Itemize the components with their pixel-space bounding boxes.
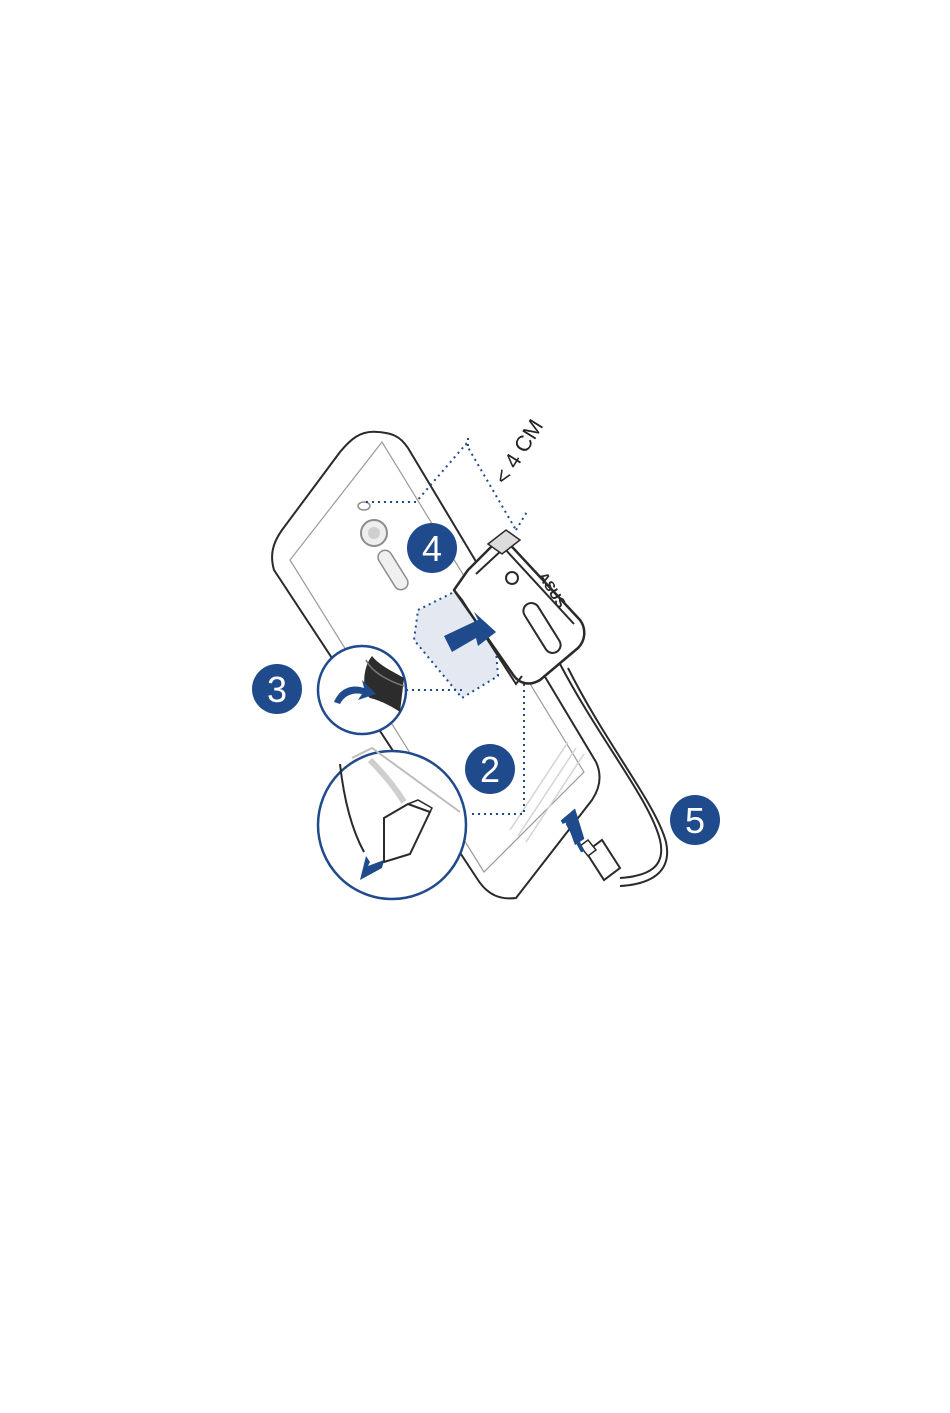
phone-flash-icon [358,502,370,510]
charger-led-icon [506,572,518,584]
svg-text:3: 3 [267,669,287,710]
svg-text:5: 5 [685,800,705,841]
detail-remove-film [318,748,466,899]
step-badge-2: 2 [465,744,515,794]
step-badge-5: 5 [670,795,720,845]
micro-usb-plug [580,840,620,880]
step-badge-3: 3 [252,664,302,714]
svg-text:4: 4 [422,528,442,569]
detail-peel-adhesive [318,646,406,734]
phone-sensor-icon [375,548,410,593]
step-badge-4: 4 [407,523,457,573]
distance-label: < 4 CM [489,415,548,489]
svg-text:2: 2 [480,749,500,790]
charger-cable [560,664,667,886]
